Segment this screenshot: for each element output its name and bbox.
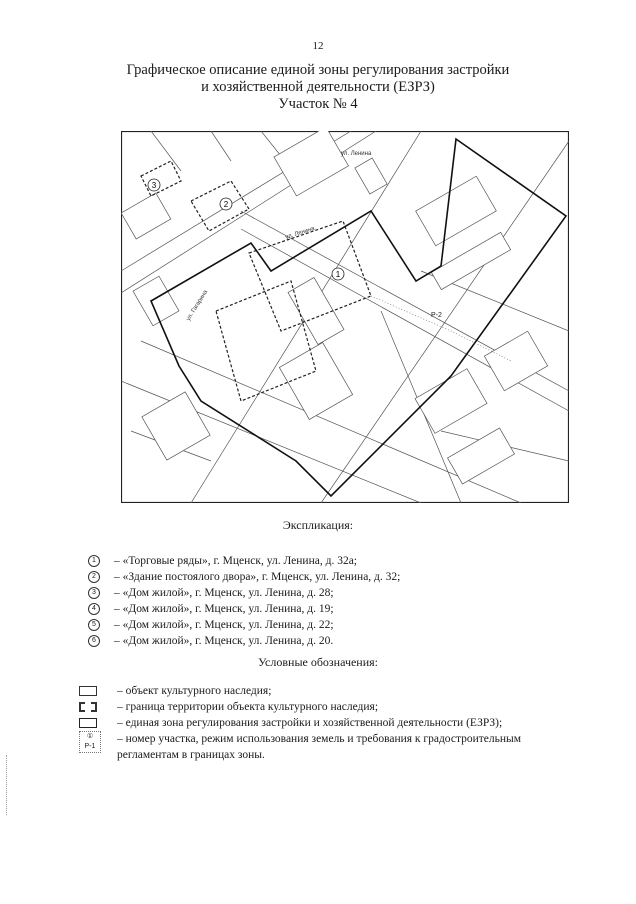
explication-item: 5 – «Дом жилой», г. Мценск, ул. Ленина, …: [88, 617, 400, 633]
plot-number-symbol-icon: ① Р-1: [79, 731, 101, 753]
item-text: – «Дом жилой», г. Мценск, ул. Ленина, д.…: [114, 587, 334, 599]
site-map: 1 2 3 ул. Ленина ул. Ленина ул. Гагарина…: [121, 131, 569, 503]
explication-item: 2 – «Здание постоялого двора», г. Мценск…: [88, 569, 400, 585]
item-number-circle: 4: [88, 603, 100, 615]
explication-item: 6 – «Дом жилой», г. Мценск, ул. Ленина, …: [88, 633, 400, 649]
item-number-circle: 2: [88, 571, 100, 583]
legend-item: – граница территории объекта культурного…: [79, 699, 579, 715]
street-label-1: ул. Ленина: [341, 151, 372, 157]
explication-list: 1 – «Торговые ряды», г. Мценск, ул. Лени…: [88, 553, 400, 649]
marker-2-label: 2: [224, 200, 229, 209]
item-number-circle: 1: [88, 555, 100, 567]
marker-1-label: 1: [336, 270, 341, 279]
map-marker-2: 2: [219, 197, 233, 211]
item-text: – «Дом жилой», г. Мценск, ул. Ленина, д.…: [114, 603, 334, 615]
title-line-1: Графическое описание единой зоны регулир…: [126, 62, 510, 78]
plot-label: Р-2: [431, 312, 442, 319]
heritage-object-symbol-icon: [79, 686, 97, 696]
legend-text: – объект культурного наследия;: [117, 685, 272, 697]
item-number-circle: 6: [88, 635, 100, 647]
zone-boundary-symbol-icon: [79, 718, 97, 728]
title-line-3: Участок № 4: [278, 96, 358, 112]
explication-item: 1 – «Торговые ряды», г. Мценск, ул. Лени…: [88, 553, 400, 569]
explication-item: 3 – «Дом жилой», г. Мценск, ул. Ленина, …: [88, 585, 400, 601]
explication-item: 4 – «Дом жилой», г. Мценск, ул. Ленина, …: [88, 601, 400, 617]
plot-symbol-label: Р-1: [84, 743, 96, 750]
map-marker-3: 3: [147, 178, 161, 192]
page-number: 12: [312, 40, 324, 52]
legend-item: – единая зона регулирования застройки и …: [79, 715, 579, 731]
marker-3-label: 3: [152, 181, 157, 190]
item-text: – «Дом жилой», г. Мценск, ул. Ленина, д.…: [114, 635, 334, 647]
ezrz-zone-boundary: [149, 137, 568, 498]
item-text: – «Торговые ряды», г. Мценск, ул. Ленина…: [114, 555, 357, 567]
legend-item: ① Р-1 – номер участка, режим использован…: [79, 731, 579, 763]
item-number-circle: 5: [88, 619, 100, 631]
margin-dots: [6, 755, 9, 815]
item-text: – «Здание постоялого двора», г. Мценск, …: [114, 571, 401, 583]
map-marker-1: 1: [331, 267, 345, 281]
legend-text: – единая зона регулирования застройки и …: [117, 717, 503, 729]
legend-text: – номер участка, режим использования зем…: [117, 733, 522, 761]
title-line-2: и хозяйственной деятельности (ЕЗРЗ): [201, 79, 435, 95]
legend-heading: Условные обозначения:: [257, 655, 379, 669]
legend-list: – объект культурного наследия; – граница…: [79, 683, 579, 763]
territory-boundary-symbol-icon: [79, 702, 97, 712]
item-text: – «Дом жилой», г. Мценск, ул. Ленина, д.…: [114, 619, 334, 631]
legend-item: – объект культурного наследия;: [79, 683, 579, 699]
item-number-circle: 3: [88, 587, 100, 599]
explication-heading: Экспликация:: [282, 518, 354, 532]
page-title: Графическое описание единой зоны регулир…: [0, 62, 636, 113]
legend-text: – граница территории объекта культурного…: [117, 701, 379, 713]
